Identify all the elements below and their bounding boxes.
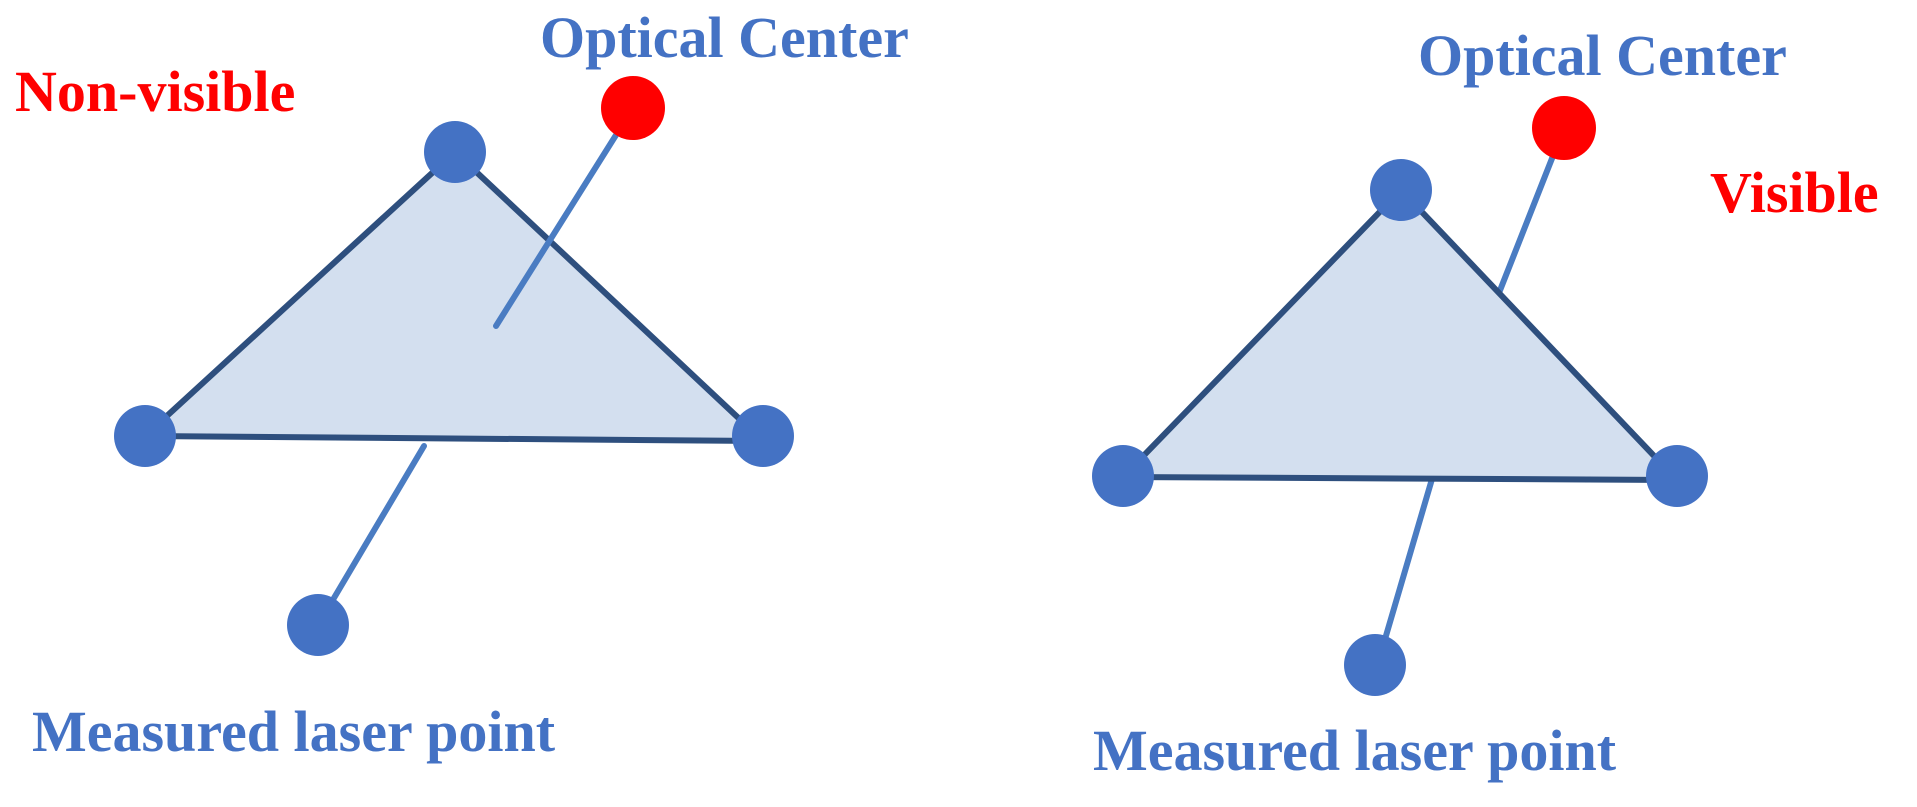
right-vertex-left bbox=[1092, 445, 1154, 507]
right-vertex-right bbox=[1646, 445, 1708, 507]
left-ray-lower bbox=[315, 443, 427, 628]
left-triangle bbox=[142, 149, 766, 444]
left-status-label: Non-visible bbox=[15, 59, 295, 124]
left-ray-upper bbox=[493, 105, 636, 329]
left-measured-laser-point bbox=[287, 594, 349, 656]
right-laser-point-label: Measured laser point bbox=[1093, 718, 1617, 783]
left-vertex-right bbox=[732, 405, 794, 467]
right-status-label: Visible bbox=[1710, 160, 1879, 225]
left-optical-center-point bbox=[601, 76, 665, 140]
right-triangle bbox=[1120, 187, 1680, 483]
left-optical-center-label: Optical Center bbox=[540, 5, 909, 70]
left-panel: Optical Center Non-visible Measured lase… bbox=[15, 5, 909, 764]
right-ray-lower bbox=[1375, 476, 1435, 666]
right-vertex-top bbox=[1370, 159, 1432, 221]
right-optical-center-point bbox=[1532, 96, 1596, 160]
right-optical-center-label: Optical Center bbox=[1418, 23, 1787, 88]
left-laser-point-label: Measured laser point bbox=[32, 699, 556, 764]
right-measured-laser-point bbox=[1344, 634, 1406, 696]
left-vertex-top bbox=[424, 121, 486, 183]
left-vertex-left bbox=[114, 405, 176, 467]
right-panel: Optical Center Visible Measured laser po… bbox=[1092, 23, 1879, 783]
